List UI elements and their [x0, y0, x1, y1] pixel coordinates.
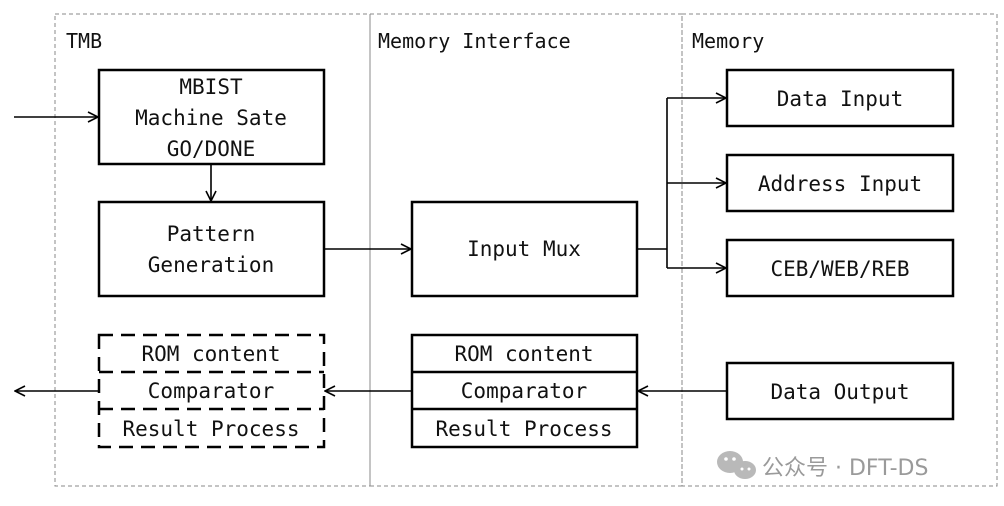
pattern-generation-block: Pattern Generation: [97, 200, 326, 298]
data-output-label: Data Output: [770, 380, 909, 404]
section-title-tmb: TMB: [66, 29, 102, 53]
section-title-memory-interface: Memory Interface: [378, 29, 571, 53]
tmb-compare-stack: ROM content Comparator Result Process: [97, 333, 326, 449]
section-title-memory: Memory: [692, 29, 764, 53]
mi-rom-content-label: ROM content: [454, 342, 593, 366]
tmb-rom-content-label: ROM content: [141, 342, 280, 366]
data-output-block: Data Output: [725, 361, 955, 421]
mbist-block: MBIST Machine Sate GO/DONE: [97, 68, 326, 166]
generation-label: Generation: [148, 253, 274, 277]
tmb-result-process-label: Result Process: [122, 417, 299, 441]
mi-comparator-label: Comparator: [461, 379, 587, 403]
address-input-label: Address Input: [758, 172, 922, 196]
tmb-comparator-label: Comparator: [148, 379, 274, 403]
mi-compare-stack: ROM content Comparator Result Process: [410, 333, 639, 449]
connectors: [14, 98, 727, 391]
pattern-label: Pattern: [167, 222, 256, 246]
section-frames: [54, 13, 998, 487]
data-input-label: Data Input: [777, 87, 903, 111]
ceb-web-reb-label: CEB/WEB/REB: [770, 257, 909, 281]
input-mux-label: Input Mux: [467, 237, 581, 261]
machine-state-label: Machine Sate: [135, 106, 287, 130]
watermark: 公众号 · DFT-DS: [717, 451, 928, 481]
tmb-section-frame: [54, 13, 371, 487]
mi-result-process-label: Result Process: [435, 417, 612, 441]
input-mux-block: Input Mux: [410, 200, 639, 298]
mbist-label: MBIST: [179, 75, 243, 99]
go-done-label: GO/DONE: [167, 137, 256, 161]
data-input-block: Data Input: [725, 68, 955, 128]
address-input-block: Address Input: [725, 153, 955, 213]
memory-section-frame: [681, 13, 998, 487]
watermark-text: 公众号 · DFT-DS: [762, 456, 928, 481]
ceb-web-reb-block: CEB/WEB/REB: [725, 238, 955, 298]
wechat-icon: [717, 451, 756, 479]
